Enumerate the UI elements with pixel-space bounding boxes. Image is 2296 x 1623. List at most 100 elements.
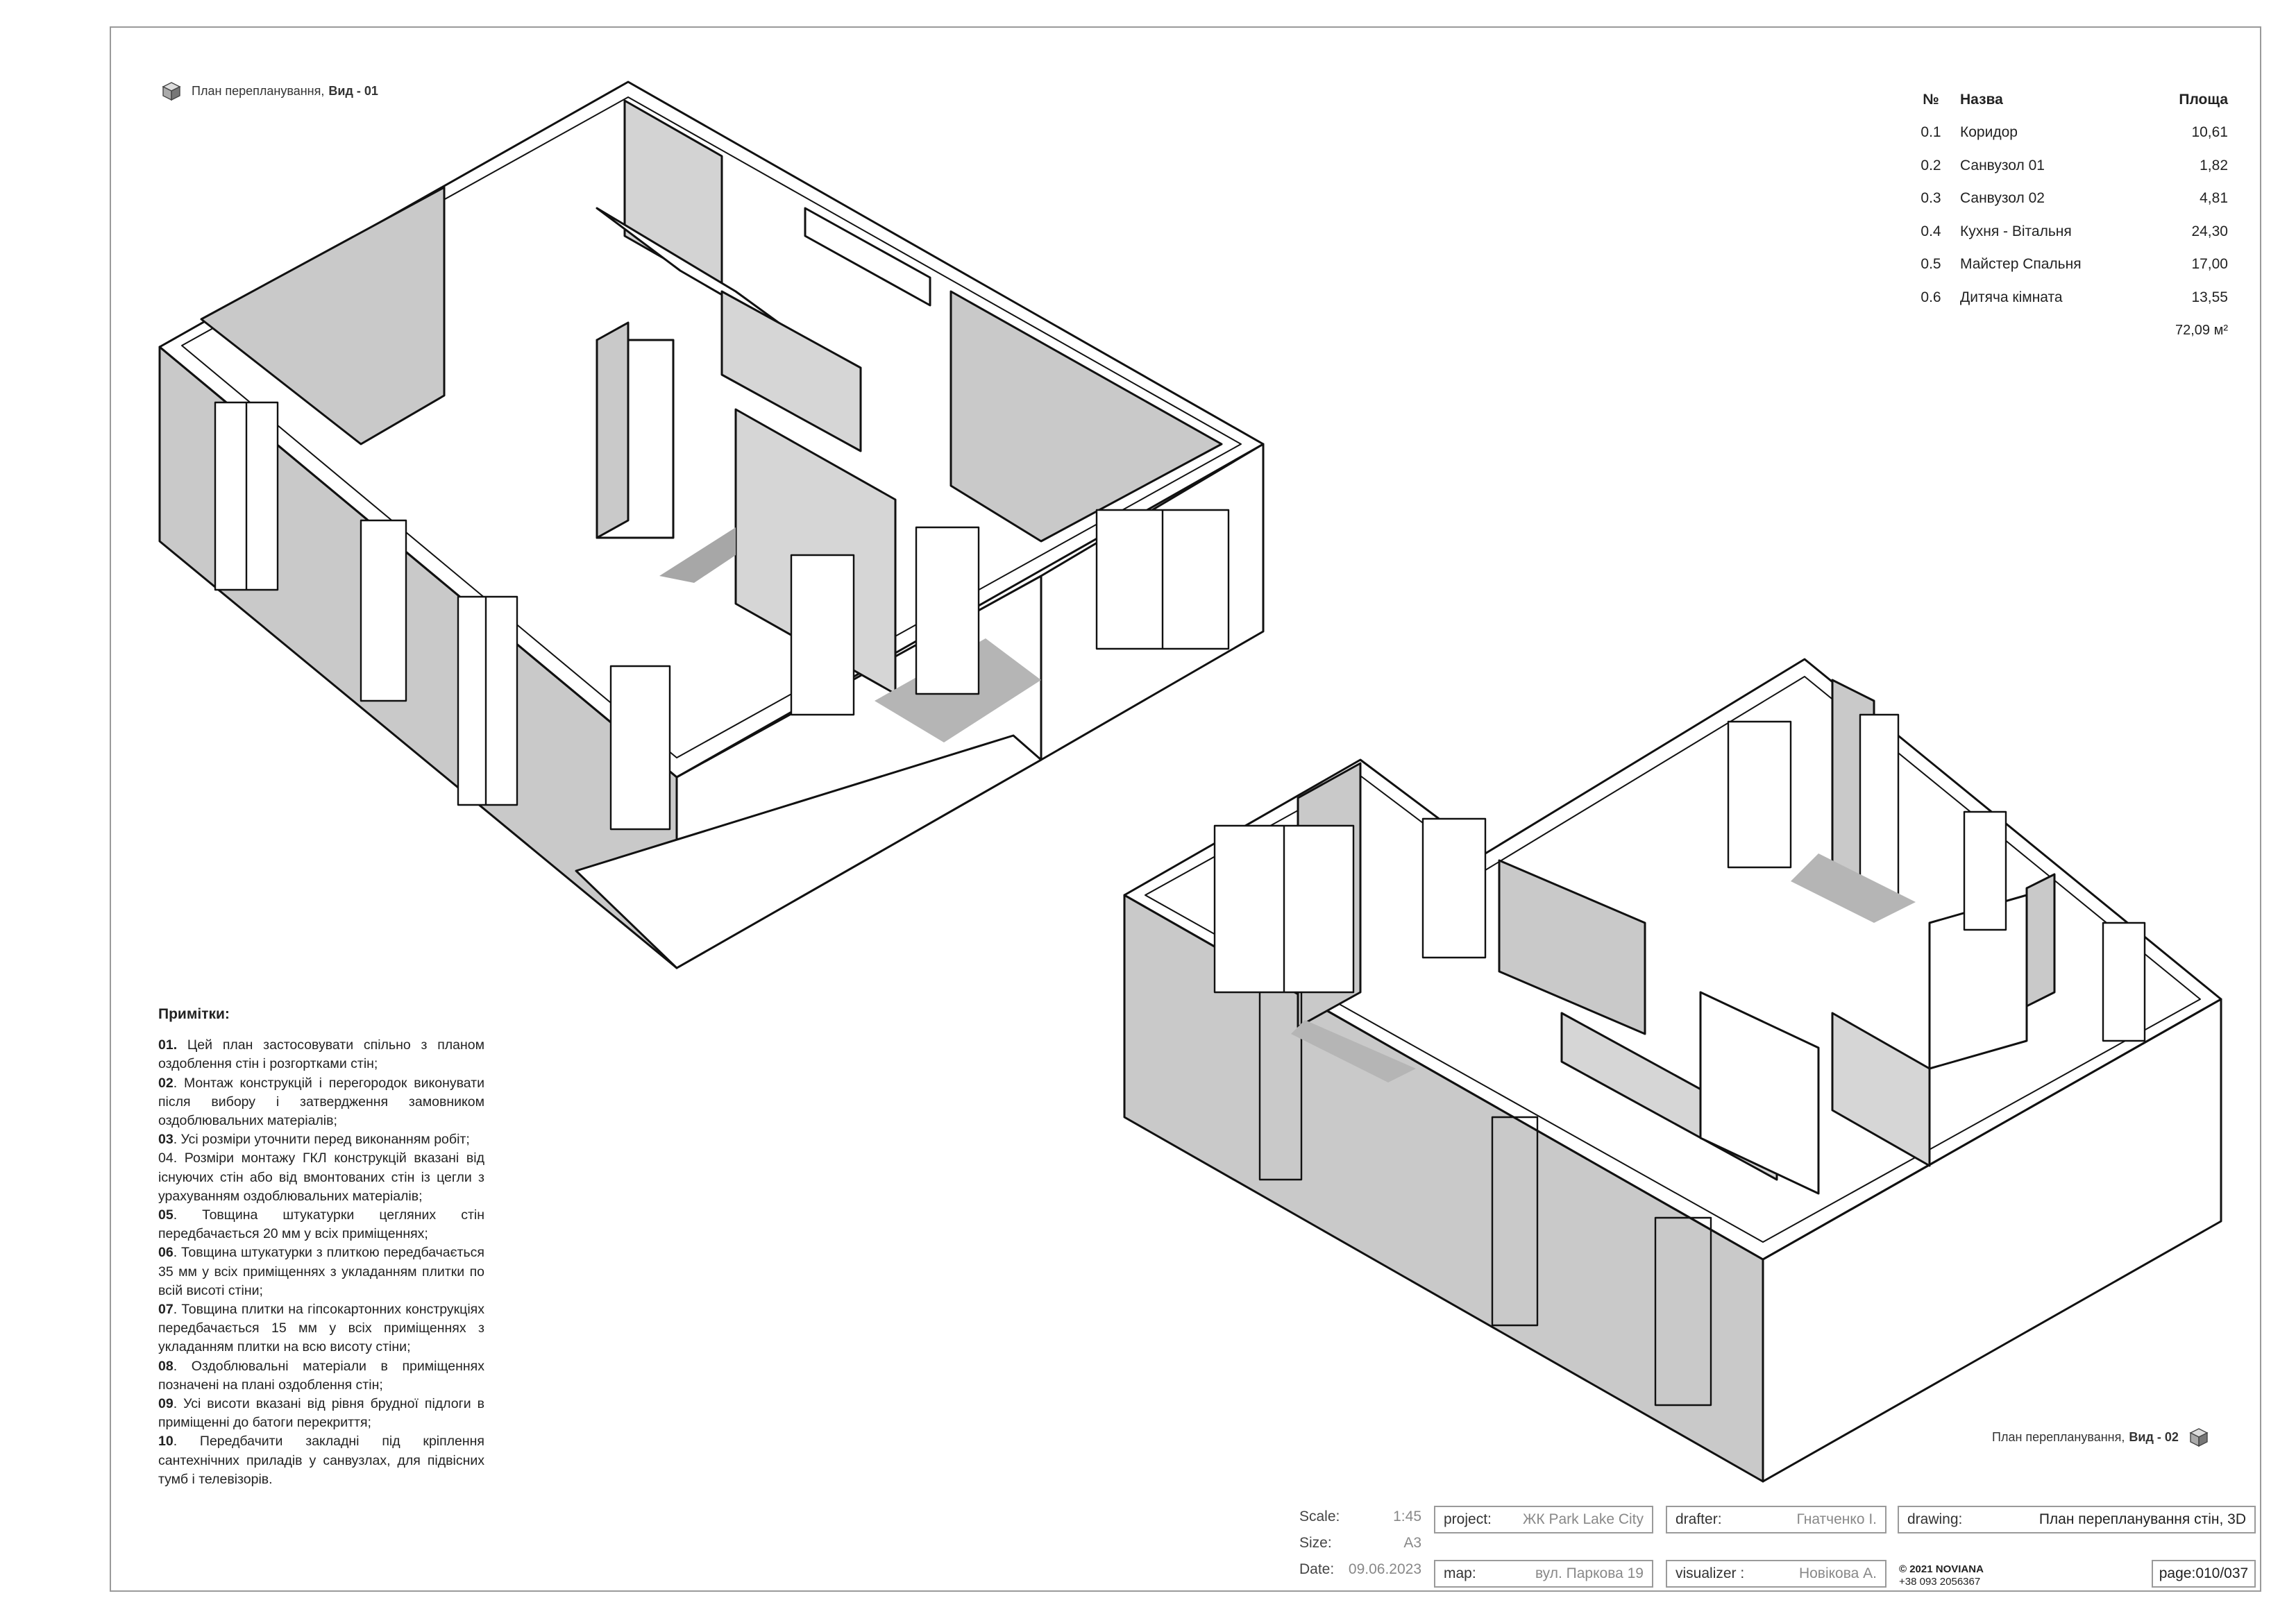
note-number: 05 [158,1207,174,1223]
view-02-label-bold: Вид - 02 [2129,1429,2179,1444]
note-text: 04. Розміри монтажу ГКЛ конструкцій вказ… [158,1150,484,1204]
room-area: 13,55 [2191,289,2228,305]
map-box: map: вул. Паркова 19 [1434,1560,1653,1588]
scale-label: Scale: [1299,1509,1340,1524]
view-01-label-prefix: План перепланування, [192,83,325,98]
note-item: 03. Усі розміри уточнити перед виконання… [158,1130,484,1149]
note-item: 04. Розміри монтажу ГКЛ конструкцій вказ… [158,1149,484,1206]
header-no: № [1923,91,1939,108]
notes-block: Примітки: 01. Цей план застосовувати спі… [158,1005,484,1489]
page-label: page: [2159,1565,2196,1581]
note-text: . Усі висоти вказані від рівня брудної п… [158,1396,484,1431]
table-row: 0.2 Санвузол 01 1,82 [1902,149,2228,182]
page-box: page:010/037 [2152,1560,2256,1588]
room-name: Санвузол 01 [1960,157,2045,173]
visualizer-value: Новікова А. [1798,1565,1877,1581]
map-label: map: [1444,1565,1476,1581]
view-01-interior-wall-a [200,186,446,445]
note-item: 10. Передбачити закладні під кріплення с… [158,1432,484,1489]
view-01-window [360,519,407,702]
visualizer-box: visualizer : Новікова А. [1666,1560,1886,1588]
size-label: Size: [1299,1535,1332,1551]
note-text: . Товщина штукатурки цегляних стін перед… [158,1207,484,1242]
note-text: . Оздоблювальні матеріали в приміщеннях … [158,1358,484,1393]
map-value: вул. Паркова 19 [1535,1565,1644,1581]
view-02-label: План перепланування, Вид - 02 [1992,1427,2209,1447]
view-01-window [915,526,980,695]
view-01-column-shade [596,321,630,539]
header-area: Площа [2179,91,2228,108]
drafter-box: drafter: Гнатченко І. [1666,1506,1886,1533]
phone: +38 093 2056367 [1899,1576,1981,1588]
drawing-box: drawing: План перепланування стін, 3D [1898,1506,2256,1533]
view-02-door [1491,1116,1539,1327]
room-area: 1,82 [2200,157,2228,173]
view-02-top-outline [1123,658,2222,1261]
view-02-label-prefix: План перепланування, [1992,1429,2125,1444]
note-text: . Товщина плитки на гіпсокартонних конст… [158,1302,484,1355]
view-02-interior-wall-f [1699,991,1820,1195]
table-row: 0.4 Кухня - Вітальня 24,30 [1902,215,2228,248]
isometric-view-02 [1123,658,2222,1483]
table-row: 0.5 Майстер Спальня 17,00 [1902,248,2228,282]
view-01-floor-shadow-1 [659,527,736,583]
room-name: Кухня - Вітальня [1960,223,2072,239]
table-row: 0.3 Санвузол 02 4,81 [1902,182,2228,216]
rooms-table: № Назва Площа 0.1 Коридор 10,61 0.2 Санв… [1902,83,2228,347]
view-01-windows [214,401,1230,831]
table-row: 0.6 Дитяча кімната 13,55 [1902,281,2228,314]
note-text: . Товщина штукатурки з плиткою передбача… [158,1245,484,1298]
note-number: 10 [158,1434,174,1450]
room-no: 0.6 [1921,289,1941,305]
room-no: 0.3 [1921,190,1941,207]
view-01-label-bold: Вид - 01 [328,83,378,98]
view-01-label: План перепланування, Вид - 01 [161,80,378,101]
note-text: . Усі розміри уточнити перед виконанням … [173,1132,470,1148]
size-value: A3 [1403,1535,1421,1551]
room-area: 4,81 [2200,190,2228,207]
rooms-total-row: 72,09 м² [1902,314,2228,348]
view-01-window [790,554,855,716]
view-02-window [1421,817,1487,959]
copyright: © 2021 NOVIANA [1899,1563,1984,1575]
drafter-value: Гнатченко І. [1796,1511,1877,1527]
rooms-table-header: № Назва Площа [1902,83,2228,117]
note-item: 05. Товщина штукатурки цегляних стін пер… [158,1206,484,1243]
view-01-window [457,595,518,806]
view-02-window [2102,921,2146,1042]
notes-title: Примітки: [158,1006,230,1022]
scale-value: 1:45 [1393,1509,1421,1524]
room-area: 24,30 [2191,223,2228,239]
room-area: 10,61 [2191,124,2228,141]
view-02-interior-wall-b [1498,859,1646,1035]
view-01-window [609,665,671,831]
room-no: 0.5 [1921,256,1941,273]
drawing-value: План перепланування стін, 3D [2038,1511,2246,1527]
project-box: project: ЖК Park Lake City [1434,1506,1653,1533]
date-label: Date: [1299,1561,1335,1577]
view-02-window [1727,720,1792,869]
room-name: Дитяча кімната [1960,289,2063,305]
view-01-floor-slab [575,734,1043,969]
view-02-door [1654,1216,1712,1407]
view-01-interior-wall-c [949,290,1223,543]
view-01-partition-2 [720,290,862,452]
room-name: Коридор [1960,124,2018,141]
room-area: 17,00 [2191,256,2228,273]
note-text: . Монтаж конструкцій і перегородок викон… [158,1075,484,1129]
note-item: 06. Товщина штукатурки з плиткою передба… [158,1243,484,1300]
view-02-floor-shadow-2 [1291,1020,1416,1082]
room-no: 0.4 [1921,223,1941,239]
drawing-label: drawing: [1907,1511,1963,1527]
note-item: 07. Товщина плитки на гіпсокартонних кон… [158,1300,484,1357]
page-value: 010/037 [2195,1565,2249,1581]
note-number: 01. [158,1037,178,1053]
note-number: 03 [158,1132,174,1148]
note-number: 07 [158,1302,174,1318]
view-01-partition-3 [804,207,931,307]
room-name: Майстер Спальня [1960,256,2082,273]
note-item: 09. Усі висоти вказані від рівня брудної… [158,1395,484,1432]
rooms-total: 72,09 м² [2175,322,2228,338]
view-02-interior-wall-g [1831,1012,1931,1167]
visualizer-label: visualizer : [1675,1565,1745,1581]
